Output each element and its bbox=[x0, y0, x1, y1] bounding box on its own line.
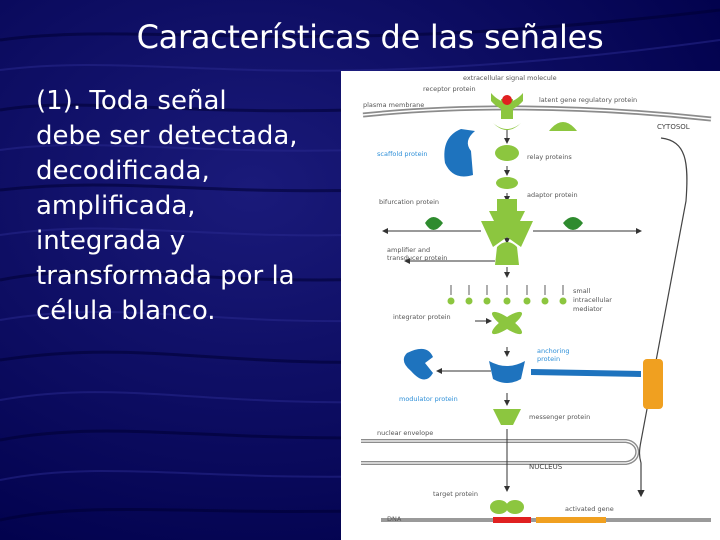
label-small: small bbox=[573, 287, 591, 295]
label-latent-gene-regulatory-protein: latent gene regulatory protein bbox=[539, 96, 637, 104]
label-transducer-protein: transducer protein bbox=[387, 254, 447, 262]
scaffold-protein-shape bbox=[444, 129, 475, 177]
relay-protein-shape bbox=[495, 145, 519, 161]
label-plasma-membrane: plasma membrane bbox=[363, 101, 424, 109]
label-integrator-protein: integrator protein bbox=[393, 313, 451, 321]
label-target-protein: target protein bbox=[433, 490, 478, 498]
body-line: transformada por la bbox=[36, 261, 295, 291]
body-line: amplificada, bbox=[36, 191, 196, 221]
small-intracellular-mediator-row bbox=[447, 297, 567, 305]
signaling-diagram: extracellular signal molecule receptor p… bbox=[361, 74, 712, 523]
label-nucleus: NUCLEUS bbox=[529, 463, 563, 471]
bifurcation-protein-shape bbox=[481, 221, 533, 247]
label-modulator-protein: modulator protein bbox=[399, 395, 458, 403]
latent-gene-regulatory-protein-shape bbox=[549, 122, 577, 131]
body-line: integrada y bbox=[36, 226, 186, 256]
label-anchoring: anchoring bbox=[537, 347, 570, 355]
modulator-protein-shape bbox=[403, 348, 433, 380]
body-line: decodificada, bbox=[36, 156, 210, 186]
label-protein: protein bbox=[537, 355, 560, 363]
body-line: célula blanco. bbox=[36, 296, 216, 326]
label-extracellular-signal-molecule: extracellular signal molecule bbox=[463, 74, 557, 82]
anchoring-protein-shape bbox=[643, 359, 663, 409]
receptor-protein-shape bbox=[491, 93, 523, 130]
label-relay-proteins: relay proteins bbox=[527, 153, 572, 161]
label-dna: DNA bbox=[387, 515, 402, 523]
label-mediator: mediator bbox=[573, 305, 603, 313]
label-intracellular: intracellular bbox=[573, 296, 612, 304]
target-protein-shape bbox=[490, 500, 524, 514]
body-line: (1). Toda señal bbox=[36, 86, 227, 116]
label-adaptor-protein: adaptor protein bbox=[527, 191, 578, 199]
label-activated-gene: activated gene bbox=[565, 505, 614, 513]
label-nuclear-envelope: nuclear envelope bbox=[377, 429, 433, 437]
messenger-protein-shape bbox=[493, 409, 521, 425]
nuclear-envelope bbox=[361, 439, 640, 465]
label-bifurcation-protein: bifurcation protein bbox=[379, 198, 439, 206]
label-messenger-protein: messenger protein bbox=[529, 413, 590, 421]
body-line: debe ser detectada, bbox=[36, 121, 298, 151]
amplifier-transducer-protein-shape bbox=[495, 242, 519, 265]
integrator-protein-shape bbox=[491, 311, 523, 335]
slide-title: Características de las señales bbox=[136, 18, 604, 56]
adaptor-protein-shape bbox=[489, 211, 525, 223]
label-scaffold-protein: scaffold protein bbox=[377, 150, 428, 158]
signaling-pathway-figure: extracellular signal molecule receptor p… bbox=[341, 71, 720, 540]
label-receptor-protein: receptor protein bbox=[423, 85, 476, 93]
label-cytosol: CYTOSOL bbox=[657, 123, 690, 131]
slide-body-text: (1). Toda señal debe ser detectada, deco… bbox=[36, 84, 336, 329]
label-amplifier-and: amplifier and bbox=[387, 246, 430, 254]
